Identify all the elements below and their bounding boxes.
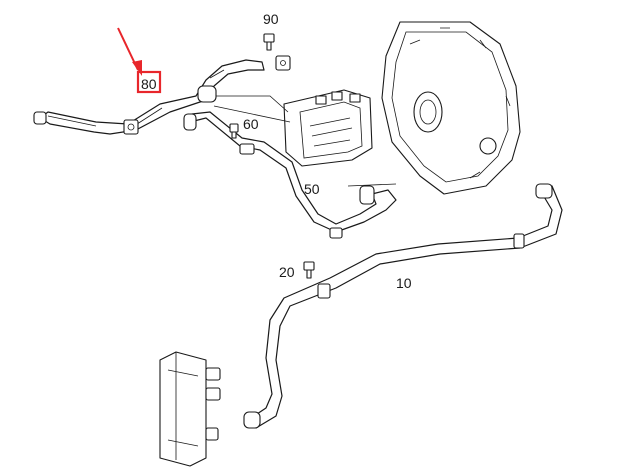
bolt-90-icon[interactable] <box>263 33 275 51</box>
bolt-60-icon[interactable] <box>229 123 239 139</box>
hose-50[interactable] <box>183 111 397 239</box>
highlight-box <box>136 70 162 94</box>
callout-80[interactable]: 80 <box>141 76 157 92</box>
callout-20[interactable]: 20 <box>279 264 295 280</box>
heat-exchanger[interactable] <box>159 351 221 467</box>
control-unit[interactable] <box>283 89 373 167</box>
motor-housing[interactable] <box>381 21 521 195</box>
callout-90[interactable]: 90 <box>263 11 279 27</box>
bolt-20-icon[interactable] <box>303 261 315 279</box>
callout-60[interactable]: 60 <box>243 116 259 132</box>
callout-50[interactable]: 50 <box>304 181 320 197</box>
callout-10[interactable]: 10 <box>396 275 412 291</box>
hose-80[interactable] <box>33 55 291 135</box>
hose-10[interactable] <box>243 183 563 429</box>
